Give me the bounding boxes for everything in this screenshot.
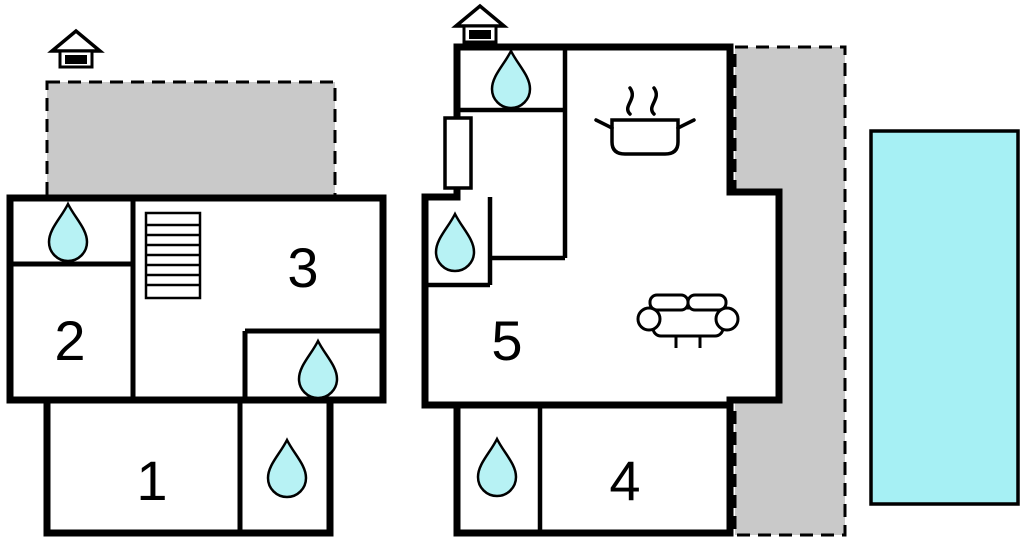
sofa-icon (636, 293, 740, 348)
right-building-upper-outline (421, 43, 783, 409)
room-label-5: 5 (491, 309, 522, 372)
chimney-icon (451, 3, 509, 44)
stairs-icon (144, 211, 202, 300)
room-label-1: 1 (136, 449, 167, 512)
room-label-3: 3 (287, 236, 318, 299)
pool (869, 129, 1020, 506)
chimney-icon (47, 28, 105, 69)
cooking-pot-icon (594, 86, 696, 156)
room-label-4: 4 (609, 449, 640, 512)
terrace-left (45, 80, 337, 199)
room-label-2: 2 (54, 309, 85, 372)
door-icon (443, 116, 473, 190)
